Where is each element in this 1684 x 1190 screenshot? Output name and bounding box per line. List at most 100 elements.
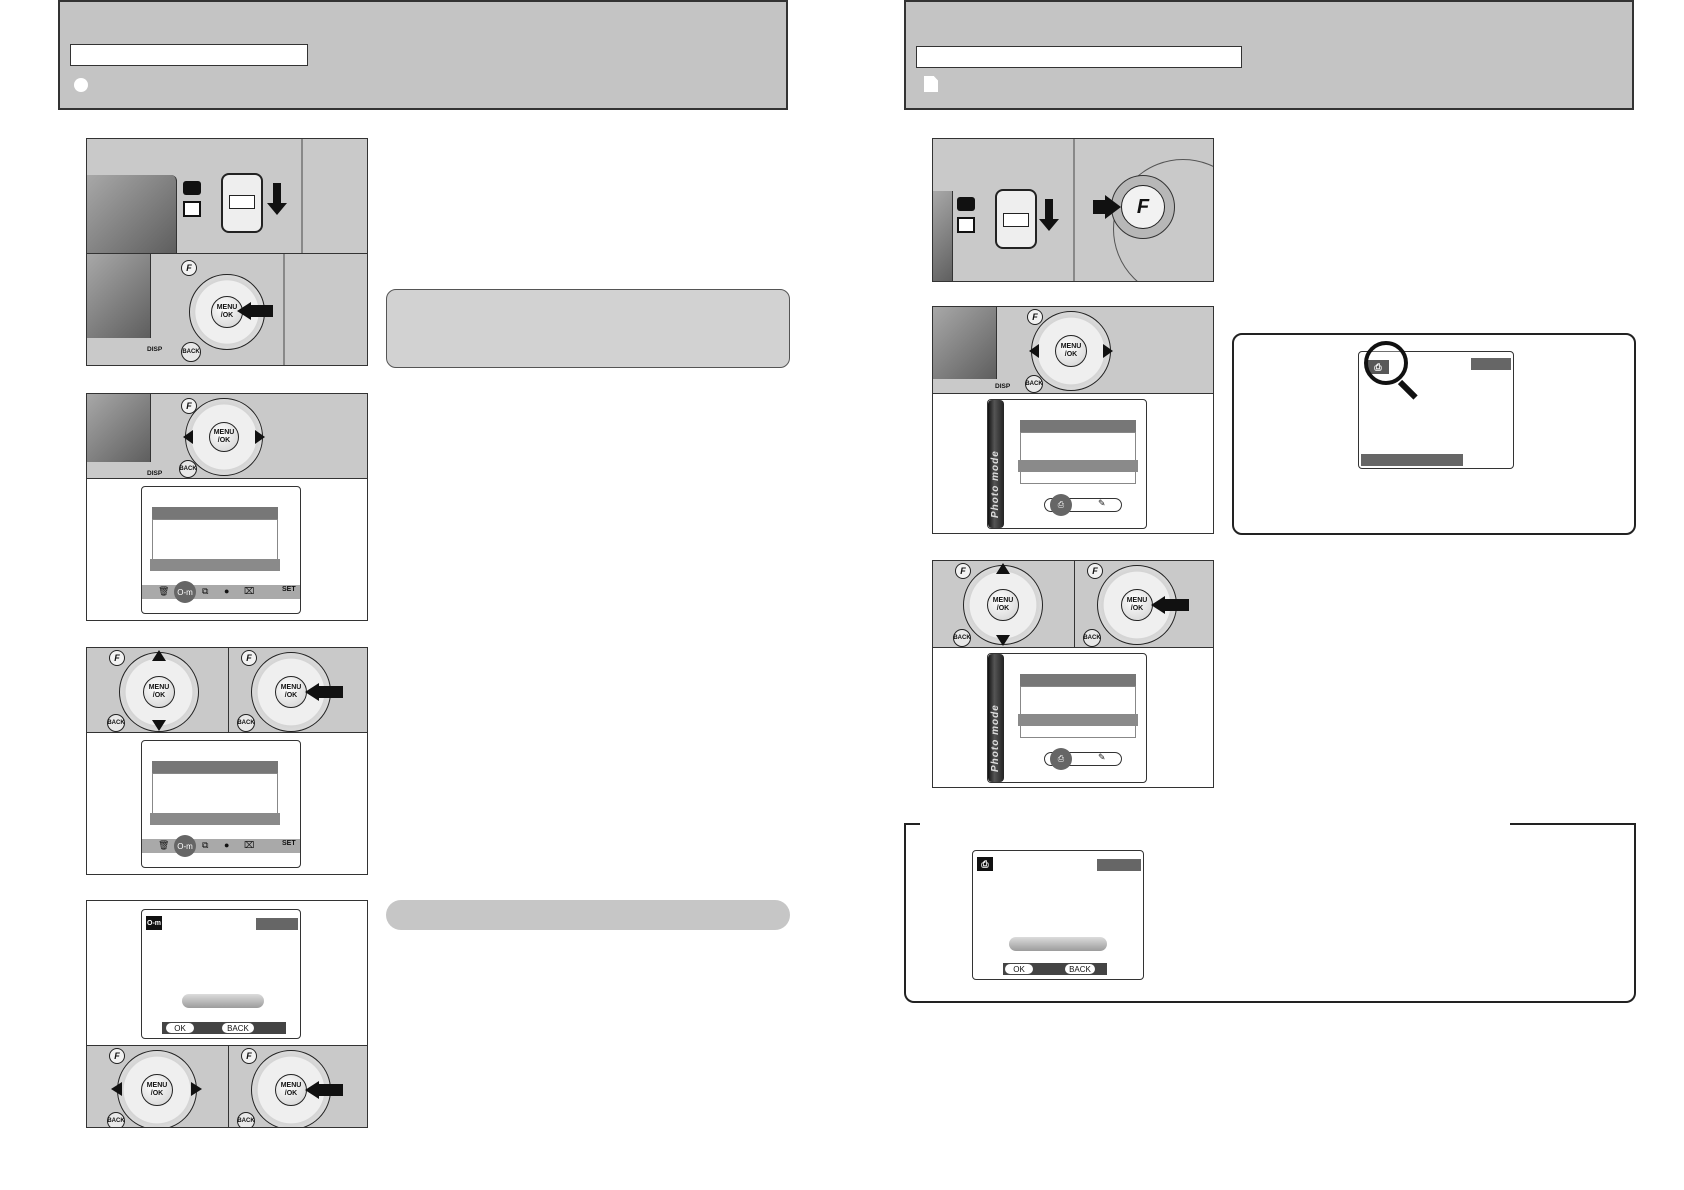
menu-ok-button: MENU/OK: [209, 422, 239, 452]
press-left-arrow-icon: [1151, 596, 1165, 614]
illustration-protect-confirm: O-m OK BACK F MENU/OK BACK F MENU/OK BAC…: [86, 900, 368, 1128]
press-arrow-shaft: [319, 686, 343, 698]
playback-mode-icon: [957, 217, 975, 233]
camera-back-panel-right: F MENU/OK BACK: [229, 648, 367, 732]
up-arrow-icon: [152, 650, 166, 661]
back-button: BACK: [107, 1112, 125, 1127]
panel-divider: [1074, 561, 1076, 647]
playback-menu-screen: 🗑 O-m ⧉ ● ⌧ SET: [141, 486, 301, 614]
mode-switch: [221, 173, 263, 233]
film-strip-label: Photo mode: [990, 450, 1001, 518]
illustration-switch-and-f-button: F: [932, 138, 1214, 282]
illustration-playback-switch-and-menu: DISP F MENU/OK BACK: [86, 138, 368, 366]
menu-box: [1020, 686, 1136, 738]
photo-mode-screen: Photo mode ⎙ ✎: [987, 653, 1147, 783]
camera-top-panel: F: [933, 139, 1213, 281]
info-bar: [1361, 454, 1463, 466]
right-arrow-icon: [191, 1082, 202, 1096]
menu-header: [1020, 674, 1136, 686]
camera-back-panel-left: F MENU/OK BACK: [87, 648, 228, 732]
down-arrow-icon: [1039, 219, 1059, 231]
copy-icon: ⧉: [202, 586, 209, 596]
menu-ok-button: MENU/OK: [275, 676, 307, 708]
lcd-screen: [933, 307, 997, 379]
ok-back-bar: OK BACK: [1003, 963, 1107, 975]
frame-number-box: [256, 918, 298, 930]
four-way-controller: [1031, 311, 1111, 391]
right-arrow-icon: [255, 430, 265, 444]
menu-ok-button: MENU/OK: [141, 1074, 173, 1106]
divider: [87, 478, 367, 480]
menu-header: [1020, 420, 1136, 432]
camera-top-panel: [87, 139, 367, 253]
divider: [933, 647, 1213, 649]
f-button-icon: F: [181, 398, 197, 414]
panel-divider: [228, 1046, 230, 1127]
back-button: BACK: [1083, 629, 1101, 647]
lcd-screen: [87, 175, 177, 253]
print-confirm-screen: ⎙ OK BACK: [972, 850, 1144, 980]
f-button-icon: F: [1027, 309, 1043, 325]
print-order-icon: ⎙: [1050, 748, 1072, 770]
illustration-select-protect-option: F MENU/OK BACK F MENU/OK BACK 🗑 O-m ⧉ ● …: [86, 647, 368, 875]
protect-icon: O-m: [146, 916, 162, 930]
menu-ok-button: MENU/OK: [1121, 589, 1153, 621]
down-arrow-icon: [152, 720, 166, 731]
camera-body-line: [1073, 139, 1075, 281]
back-button: BACK: [1025, 375, 1043, 393]
camera-mode-icon: [957, 197, 975, 211]
switch-slider: [1003, 213, 1029, 227]
press-arrow-shaft: [251, 305, 273, 317]
bottom-note-top-left: [904, 823, 920, 825]
camera-mode-icon: [183, 181, 201, 195]
ok-back-bar: OK BACK: [162, 1022, 286, 1034]
divider: [933, 393, 1213, 395]
illustration-select-menu-item: DISP F MENU/OK BACK 🗑 O-m ⧉ ● ⌧ SET: [86, 393, 368, 621]
left-arrow-icon: [111, 1082, 122, 1096]
copy-icon: ⧉: [202, 840, 209, 850]
left-page-title-box: [70, 44, 308, 66]
disp-label: DISP: [995, 383, 1011, 390]
back-button-label: BACK: [222, 1023, 254, 1033]
down-arrow-icon: [267, 203, 287, 215]
back-button: BACK: [237, 714, 255, 732]
left-page-header: [58, 0, 788, 110]
right-page-title-box: [916, 46, 1242, 68]
down-arrow-icon: [996, 635, 1010, 646]
f-button-icon: F: [241, 650, 257, 666]
menu-ok-button: MENU/OK: [143, 676, 175, 708]
bullet-circle-icon: [74, 78, 88, 92]
camera-back-panel-right: F MENU/OK BACK: [229, 1046, 367, 1127]
back-button: BACK: [953, 629, 971, 647]
frame-number-box: [1097, 859, 1141, 871]
press-arrow-shaft: [1093, 200, 1107, 214]
trimming-icon: ⌧: [244, 586, 255, 596]
set-icon: SET: [282, 840, 296, 847]
menu-highlight: [1018, 714, 1138, 726]
voice-memo-icon: ●: [224, 840, 230, 850]
mode-switch: [995, 189, 1037, 249]
camera-back-panel: DISP F MENU/OK BACK: [87, 254, 367, 365]
bottom-note-top-right: [1510, 823, 1636, 825]
document-icon: [924, 76, 938, 92]
f-button-icon: F: [1087, 563, 1103, 579]
film-strip: Photo mode: [988, 400, 1004, 528]
back-button: BACK: [181, 342, 201, 362]
print-order-icon: ⎙: [977, 857, 993, 871]
print-order-icon: ⎙: [1050, 494, 1072, 516]
press-arrow-shaft: [1165, 599, 1189, 611]
ok-button-label: OK: [166, 1023, 194, 1033]
playback-menu-screen: 🗑 O-m ⧉ ● ⌧ SET: [141, 740, 301, 868]
up-arrow-icon: [996, 563, 1010, 574]
protect-icon: O-m: [174, 581, 196, 603]
camera-back-panel: DISP F MENU/OK BACK: [87, 394, 367, 478]
voice-memo-icon: ●: [224, 586, 230, 596]
magnifier-icon: [1364, 341, 1408, 385]
gray-heading-band: [386, 900, 790, 930]
menu-ok-button: MENU/OK: [275, 1074, 307, 1106]
ok-button-label: OK: [1005, 964, 1033, 974]
edit-icon: ✎: [1098, 498, 1106, 508]
right-page-header: [904, 0, 1634, 110]
f-button: F: [1121, 185, 1165, 229]
menu-box: [1020, 432, 1136, 484]
